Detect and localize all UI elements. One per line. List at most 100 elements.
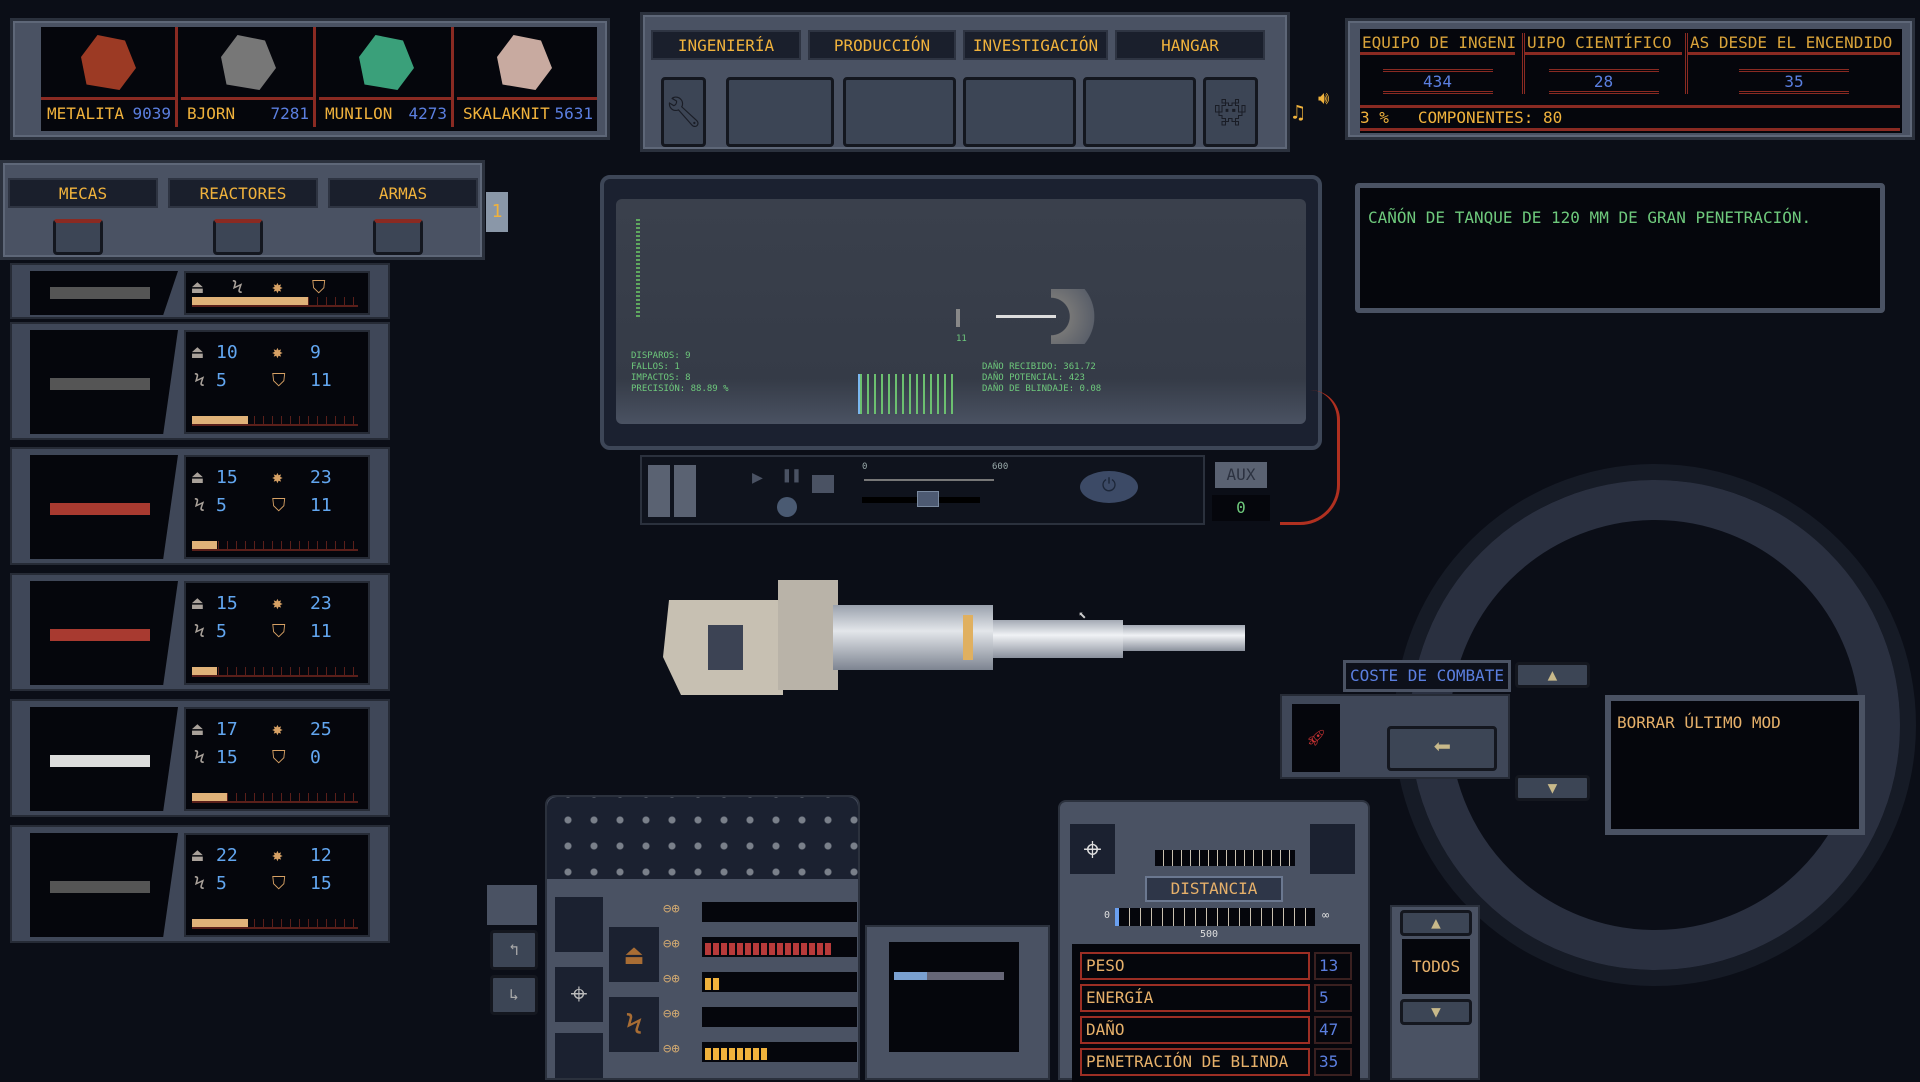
tab-armas[interactable]: ARMAS	[328, 178, 478, 208]
bug-icon: 👾︎	[1213, 98, 1247, 128]
resource-value: 5631	[554, 104, 593, 123]
weapon-thumbnail	[30, 833, 178, 937]
bug-button[interactable]: 👾︎	[1203, 77, 1258, 147]
energy-icon: ϟ	[194, 370, 205, 391]
range-meter	[1155, 850, 1295, 866]
weight-icon: ⏏	[192, 467, 203, 488]
range-slider[interactable]	[862, 491, 980, 507]
energy-mod-icon: ϟ	[609, 997, 659, 1052]
weight-icon: ⏏	[192, 593, 203, 614]
distance-slider[interactable]	[1115, 908, 1315, 926]
mod-adjust-knobs[interactable]: ⊖⊕	[663, 1006, 680, 1022]
range-max: 600	[992, 462, 1009, 472]
weight-value: 10	[216, 342, 238, 363]
undo-button[interactable]: ↰	[490, 930, 538, 970]
slot-button-1[interactable]	[726, 77, 834, 147]
weapon-card[interactable]: ⏏22 ϟ5 ✸12 ⛉15	[10, 825, 390, 943]
energy-icon: ϟ	[194, 621, 205, 642]
weapon-card[interactable]: ⏏17 ϟ15 ✸25 ⛉0	[10, 699, 390, 817]
resource-icon	[81, 35, 136, 90]
slot-button-4[interactable]	[1083, 77, 1196, 147]
redo-button[interactable]: ↳	[490, 975, 538, 1015]
armor-icon[interactable]	[555, 1033, 603, 1078]
move-buttons[interactable]	[648, 465, 696, 517]
mod-adjust-knobs[interactable]: ⊖⊕	[663, 901, 680, 917]
armas-switch[interactable]	[373, 219, 423, 255]
energy-value: 5	[216, 873, 227, 894]
filter-down-button[interactable]: ▼	[1400, 999, 1472, 1025]
mod-bar	[702, 1042, 857, 1062]
tab-produccion[interactable]: PRODUCCIÓN	[808, 30, 956, 60]
wrench-button[interactable]: 🔧︎	[661, 77, 706, 147]
resource-icon	[497, 35, 552, 90]
damage-value: 25	[310, 719, 332, 740]
stat-row-label: PESO	[1080, 952, 1310, 980]
mod-adjust-knobs[interactable]: ⊖⊕	[663, 971, 680, 987]
filter-panel: ▲ TODOS ▼	[1390, 905, 1480, 1080]
target-marker	[956, 309, 960, 327]
weapon-card[interactable]: ⏏15 ϟ5 ✸23 ⛉11	[10, 573, 390, 691]
resource-label: BJORN	[187, 104, 236, 123]
weapon-thumbnail	[30, 707, 178, 811]
play-button[interactable]: ▶	[752, 467, 763, 488]
crosshair-icon[interactable]: ⌖	[555, 967, 603, 1022]
description-panel: CAÑÓN DE TANQUE DE 120 MM DE GRAN PENETR…	[1355, 183, 1885, 313]
weapon-card[interactable]: ⏏10 ϟ5 ✸9 ⛉11	[10, 322, 390, 440]
range-line	[864, 479, 994, 481]
weapon-cost-bar	[192, 667, 358, 677]
damage-icon: ✸	[272, 467, 283, 488]
aim-knob[interactable]	[777, 497, 797, 517]
resource-label: SKALAKNIT	[463, 104, 550, 123]
range-crosshair-icon: ⌖	[1070, 824, 1115, 874]
mod-bar	[702, 1007, 857, 1027]
ammo-gauge	[636, 219, 640, 319]
page-indicator: 1	[486, 192, 508, 232]
mod-bar	[702, 937, 857, 957]
reactores-switch[interactable]	[213, 219, 263, 255]
weapon-cost-bar	[192, 416, 358, 426]
tab-mecas[interactable]: MECAS	[8, 178, 158, 208]
ammo-type-icon[interactable]	[555, 897, 603, 952]
aux-value: 0	[1212, 495, 1270, 521]
filter-value[interactable]: TODOS	[1402, 939, 1470, 994]
slot-button-2[interactable]	[843, 77, 956, 147]
mod-adjust-knobs[interactable]: ⊖⊕	[663, 936, 680, 952]
tab-investigacion[interactable]: INVESTIGACIÓN	[963, 30, 1108, 60]
sim-controls: ▶ ❚❚ 0 600 ⏻	[640, 455, 1205, 525]
volume-toggle[interactable]: 🔊︎	[1318, 88, 1329, 109]
weapon-card[interactable]: ⏏ ϟ ✸ ⛉	[10, 263, 390, 319]
sim-stat: DISPAROS: 9	[631, 351, 691, 361]
weapon-card[interactable]: ⏏15 ϟ5 ✸23 ⛉11	[10, 447, 390, 565]
stat-value: 35	[1739, 69, 1849, 94]
tab-hangar[interactable]: HANGAR	[1115, 30, 1265, 60]
scroll-down-button[interactable]: ▼	[1515, 775, 1590, 801]
resource-icon	[221, 35, 276, 90]
sim-stat: DAÑO RECIBIDO: 361.72	[982, 362, 1096, 372]
pause-button[interactable]: ❚❚	[782, 465, 802, 484]
tape-reel	[487, 885, 537, 925]
tab-reactores[interactable]: REACTORES	[168, 178, 318, 208]
mecas-switch[interactable]	[53, 219, 103, 255]
mod-adjust-knobs[interactable]: ⊖⊕	[663, 1041, 680, 1057]
scroll-up-button[interactable]: ▲	[1515, 662, 1590, 688]
music-toggle[interactable]: ♫	[1292, 100, 1305, 124]
mini-preview-panel	[865, 925, 1050, 1080]
sim-stat: FALLOS: 1	[631, 362, 680, 372]
energy-value: 5	[216, 621, 227, 642]
tab-ingenieria[interactable]: INGENIERÍA	[651, 30, 801, 60]
filter-up-button[interactable]: ▲	[1400, 910, 1472, 936]
remove-mod-button[interactable]: ⬅	[1387, 726, 1497, 771]
aux-button[interactable]: AUX	[1215, 462, 1267, 488]
weapon-thumbnail	[30, 330, 178, 434]
category-panel: MECAS REACTORES ARMAS	[0, 160, 485, 260]
slot-button-3[interactable]	[963, 77, 1076, 147]
speaker-icon: 🔊︎	[1318, 88, 1330, 109]
power-button[interactable]: ⏻	[1080, 471, 1138, 503]
record-button[interactable]	[812, 475, 834, 493]
